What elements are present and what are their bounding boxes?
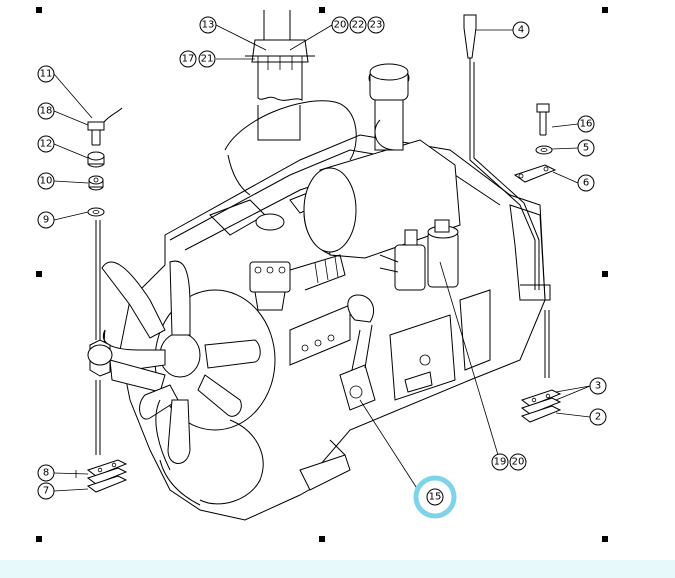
air-cleaner [303, 63, 461, 259]
callout-22[interactable]: 22 [349, 16, 367, 34]
callout-5-label: 5 [583, 143, 589, 154]
callout-17-label: 17 [182, 54, 195, 65]
callout-16[interactable]: 16 [577, 115, 595, 133]
callout-18-label: 18 [40, 106, 53, 117]
callout-6-label: 6 [583, 178, 589, 189]
callout-4-label: 4 [518, 25, 524, 36]
leader-lines [53, 24, 591, 492]
callout-15-label: 15 [429, 492, 442, 503]
callout-8-label: 8 [43, 468, 49, 479]
selection-handles[interactable] [36, 7, 608, 542]
callout-20-label: 20 [334, 20, 347, 31]
callout-2[interactable]: 2 [589, 408, 607, 426]
callout-15[interactable]: 15 [413, 475, 457, 519]
callout-6[interactable]: 6 [577, 174, 595, 192]
callout-13-label: 13 [202, 20, 215, 31]
callout-21[interactable]: 21 [198, 50, 216, 68]
callout-4[interactable]: 4 [512, 21, 530, 39]
callout-23-label: 23 [370, 20, 383, 31]
callout-9[interactable]: 9 [37, 211, 55, 229]
callout-13[interactable]: 13 [199, 16, 217, 34]
callout-8[interactable]: 8 [37, 464, 55, 482]
callout-11[interactable]: 11 [37, 65, 55, 83]
callout-21-label: 21 [201, 54, 214, 65]
callout-3-label: 3 [595, 381, 601, 392]
callout-19-label: 19 [494, 457, 507, 468]
right-parts [463, 14, 562, 423]
callout-12[interactable]: 12 [37, 135, 55, 153]
callout-22-label: 22 [352, 20, 365, 31]
callout-20-lower-label: 20 [512, 457, 525, 468]
left-parts [86, 107, 128, 493]
callout-19[interactable]: 19 [491, 453, 509, 471]
callout-17[interactable]: 17 [179, 50, 197, 68]
callout-2-label: 2 [595, 412, 601, 423]
fuel-filters [379, 219, 459, 291]
callout-23[interactable]: 23 [367, 16, 385, 34]
starter-motor [339, 294, 376, 411]
injection-pump [249, 254, 346, 311]
highlight-ring [413, 475, 457, 519]
callout-11-label: 11 [40, 69, 53, 80]
fan-assembly [101, 260, 276, 506]
callout-18[interactable]: 18 [37, 102, 55, 120]
exhaust-pipe [224, 10, 357, 196]
callout-20-lower[interactable]: 20 [509, 453, 527, 471]
bottom-strip [0, 560, 675, 578]
callout-16-label: 16 [580, 119, 593, 130]
callout-9-label: 9 [43, 215, 49, 226]
callout-7-label: 7 [43, 486, 49, 497]
callout-7[interactable]: 7 [37, 482, 55, 500]
callout-10[interactable]: 10 [37, 172, 55, 190]
callout-10-label: 10 [40, 176, 53, 187]
callout-20[interactable]: 20 [331, 16, 349, 34]
callout-12-label: 12 [40, 139, 53, 150]
callout-5[interactable]: 5 [577, 139, 595, 157]
callout-3[interactable]: 3 [589, 377, 607, 395]
